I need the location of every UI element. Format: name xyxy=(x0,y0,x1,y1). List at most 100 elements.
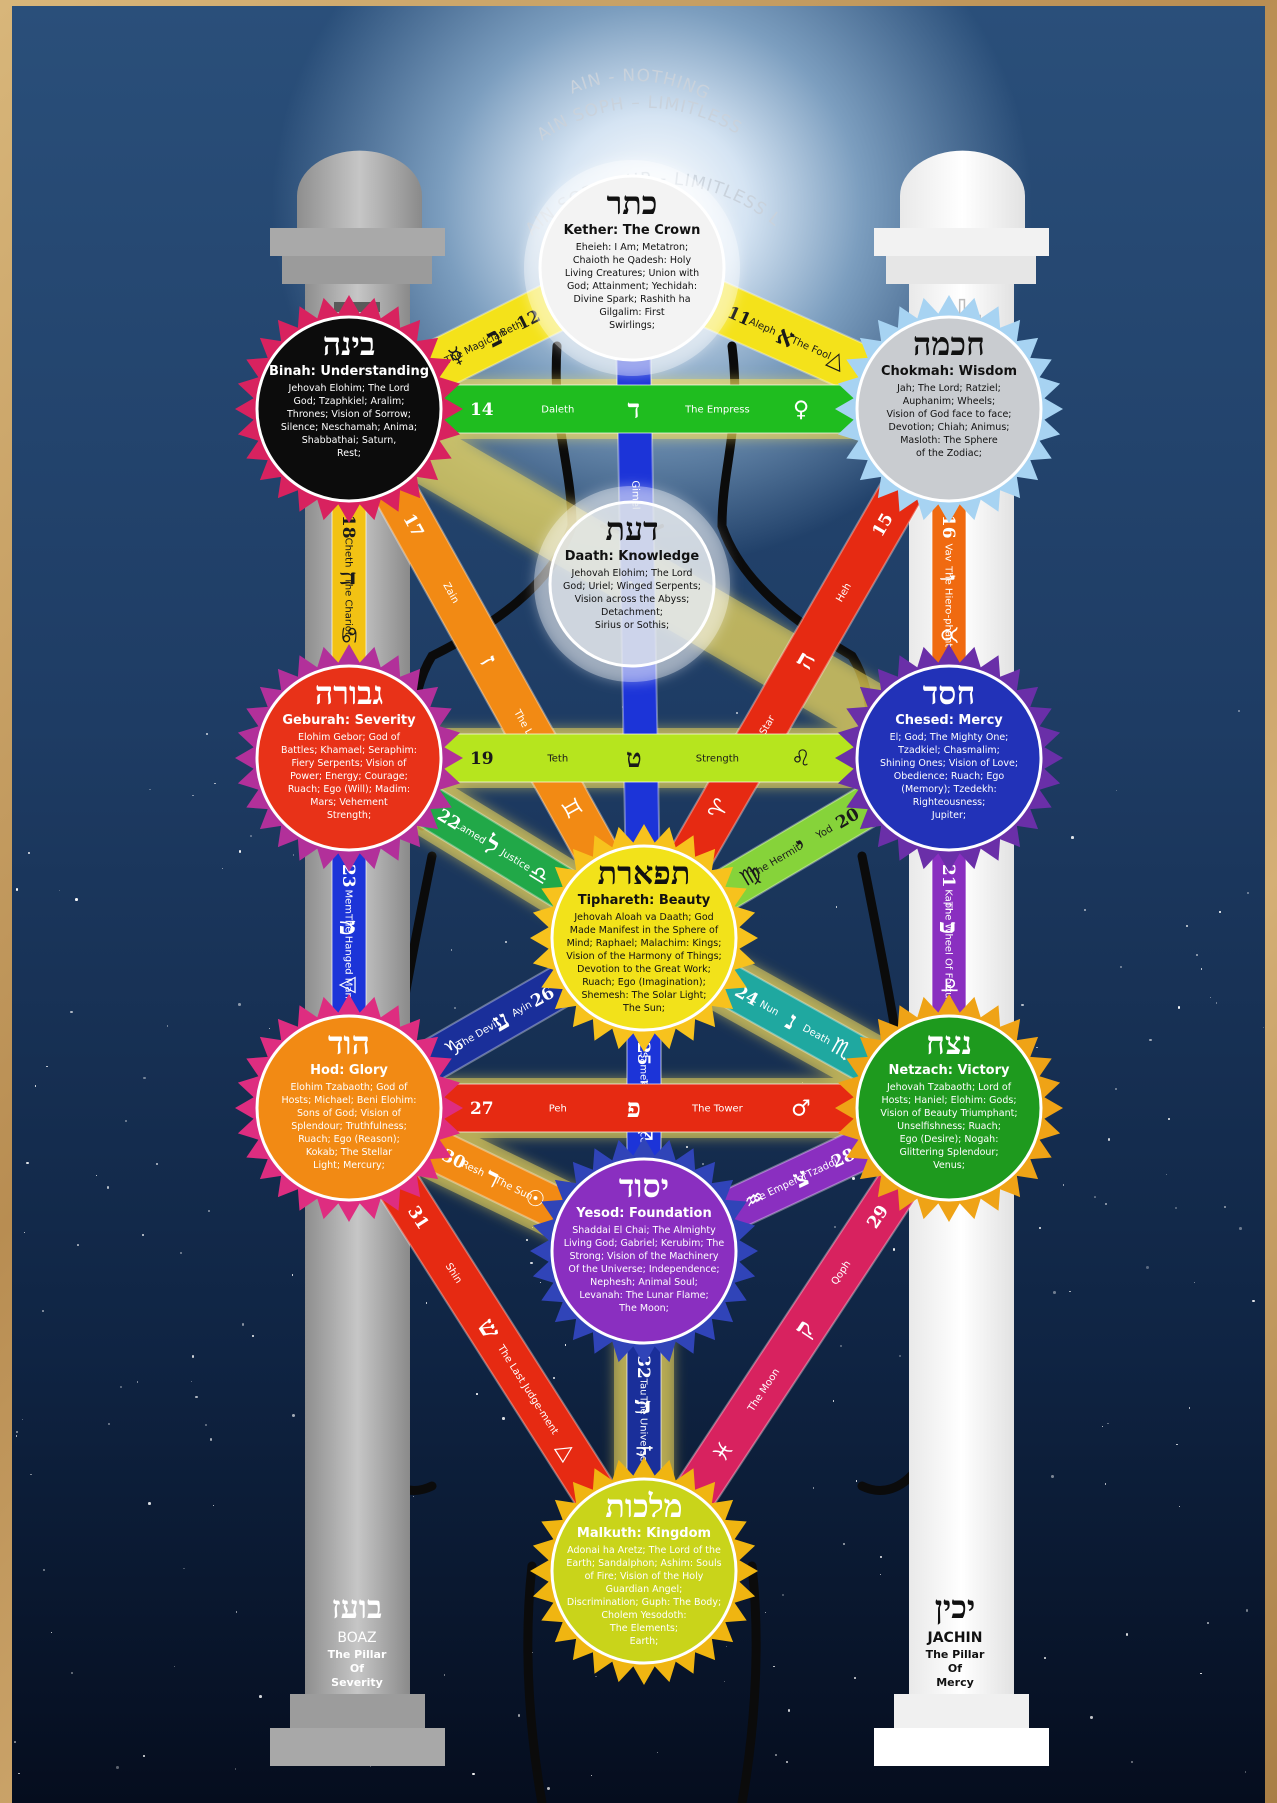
sephirah-attribute-line: Rest; xyxy=(337,448,361,459)
sephirah-attribute-line: Jupiter; xyxy=(931,810,966,821)
sephirah-attribute-line: Living Creatures; Union with xyxy=(565,268,699,279)
path-astro-symbol: ▽ xyxy=(335,977,360,994)
sephirah-attribute-line: Strong; Vision of the Machinery xyxy=(570,1251,719,1262)
sephirah-attribute-line: Vision across the Abyss; xyxy=(575,594,690,605)
path-tarot-card: The Empress xyxy=(684,405,750,416)
sephirah-attribute-line: Swirlings; xyxy=(609,320,655,331)
sephirah-attribute-line: God; Tzaphkiel; Aralim; xyxy=(294,396,405,407)
sephirah-attribute-line: Sirius or Sothis; xyxy=(595,620,669,631)
path-tarot-card: Strength xyxy=(696,754,739,765)
sephirah-attribute-line: Cholem Yesodoth: xyxy=(601,1610,686,1621)
sephirah-attribute-line: Chaioth he Qadesh: Holy xyxy=(573,255,692,266)
sephirah-attribute-line: Mind; Raphael; Malachim: Kings; xyxy=(567,938,722,949)
sephirah-attribute-line: Earth; Sandalphon; Ashim: Souls xyxy=(566,1558,721,1569)
sephirah-attribute-line: Unselfishness; Ruach; xyxy=(897,1121,1001,1132)
jachin-line3: Mercy xyxy=(936,1676,974,1689)
sephirah-hebrew: יסוד xyxy=(619,1167,669,1205)
sephirah-attribute-line: Made Manifest in the Sphere of xyxy=(570,925,719,936)
path-astro-symbol: ♌ xyxy=(791,747,811,772)
sephirah-attribute-line: Earth; xyxy=(630,1636,659,1647)
path-number: 14 xyxy=(470,400,494,420)
sephirah-attribute-line: Masloth: The Sphere xyxy=(900,435,998,446)
sephirah-attribute-line: Jehovah Elohim; The Lord xyxy=(288,383,410,394)
sephirah-attribute-line: Kokab; The Stellar xyxy=(306,1147,392,1158)
sephirah-attribute-line: Elohim Tzabaoth; God of xyxy=(290,1082,408,1093)
sephirah-attribute-line: Strength; xyxy=(327,810,371,821)
sephirah-attribute-line: Divine Spark; Rashith ha xyxy=(573,294,690,305)
path-astro-symbol: ♄ xyxy=(630,1441,655,1461)
sephirah-attribute-line: of the Zodiac; xyxy=(916,448,982,459)
sephirah-attribute-line: Light; Mercury; xyxy=(313,1160,385,1171)
sephirah-attribute-line: Jehovah Elohim; The Lord xyxy=(571,568,693,579)
path-number: 27 xyxy=(470,1099,494,1119)
path-letter-name: Teth xyxy=(546,754,568,765)
sephirah-attribute-line: Tzadkiel; Chasmalim; xyxy=(897,745,1000,756)
sephirah-attribute-line: Power; Energy; Courage; xyxy=(290,771,408,782)
sephirah-attribute-line: Eheieh: I Am; Metatron; xyxy=(576,242,688,253)
sephirah-attribute-line: Mars; Vehement xyxy=(310,797,388,808)
sephirah-attribute-line: Silence; Neschamah; Anima; xyxy=(281,422,417,433)
sephirah-attribute-line: Fiery Serpents; Vision of xyxy=(292,758,408,769)
sephirah-attribute-line: Living God; Gabriel; Kerubim; The xyxy=(564,1238,725,1249)
sephirah-title: Kether: The Crown xyxy=(564,223,701,238)
sephirah-title: Malkuth: Kingdom xyxy=(577,1526,711,1541)
sephirah-attribute-line: Venus; xyxy=(933,1160,965,1171)
sephirah-attribute-line: Detachment; xyxy=(601,607,663,618)
sephirah-attribute-line: Ruach; Ego (Will); Madim: xyxy=(288,784,410,795)
path-letter-name: Tau xyxy=(638,1378,649,1396)
sephirah-attribute-line: The Sun; xyxy=(622,1003,665,1014)
sephirah-yesod: יסודYesod: FoundationShaddai El Chai; Th… xyxy=(530,1137,758,1365)
sephirah-attribute-line: (Memory); Tzedekh: xyxy=(901,784,997,795)
sephirah-attribute-line: Shemesh: The Solar Light; xyxy=(581,990,706,1001)
sephirah-attribute-line: Adonai ha Aretz; The Lord of the xyxy=(567,1545,721,1556)
jachin-line2: Of xyxy=(948,1662,962,1675)
sephirah-attribute-line: The Elements; xyxy=(609,1623,678,1634)
sephirah-attribute-line: Obedience; Ruach; Ego xyxy=(894,771,1005,782)
path-letter-name: Cheth xyxy=(343,538,354,568)
sephirah-title: Chokmah: Wisdom xyxy=(881,364,1017,379)
path-letter-name: Peh xyxy=(549,1104,567,1115)
path-letter-name: Vav xyxy=(943,543,954,561)
path-hebrew-letter: ט xyxy=(626,744,642,774)
path-astro-symbol: ♂ xyxy=(791,1097,811,1122)
sephirah-title: Yesod: Foundation xyxy=(575,1206,711,1221)
sephirah-attribute-line: Devotion; Chiah; Animus; xyxy=(889,422,1010,433)
boaz-line2: Of xyxy=(350,1662,364,1675)
path-astro-symbol: ♃ xyxy=(935,975,960,995)
sephirah-hebrew: חסד xyxy=(923,674,976,712)
sephirah-title: Daath: Knowledge xyxy=(565,549,700,564)
tree-of-life-poster: + בועז BOAZ The Pillar Of Severity יכין … xyxy=(12,6,1265,1803)
boaz-hebrew: בועז xyxy=(332,1588,383,1626)
sephirah-attribute-line: Hosts; Haniel; Elohim: Gods; xyxy=(881,1095,1016,1106)
sephirah-attribute-line: Jehovah Tzabaoth; Lord of xyxy=(886,1082,1012,1093)
sephirah-attribute-line: Ego (Desire); Nogah: xyxy=(900,1134,999,1145)
path-letter-name: Daleth xyxy=(541,405,574,416)
sephirah-hebrew: דעת xyxy=(605,510,658,548)
sephirah-hod: הודHod: GloryElohim Tzabaoth; God ofHost… xyxy=(235,994,463,1222)
sephirah-attribute-line: God; Uriel; Winged Serpents; xyxy=(563,581,701,592)
sephirah-hebrew: כתר xyxy=(607,184,658,222)
sephirah-attribute-line: The Moon; xyxy=(618,1303,669,1314)
sephirah-attribute-line: Vision of God face to face; xyxy=(886,409,1011,420)
tree-of-life-diagram: + בועז BOAZ The Pillar Of Severity יכין … xyxy=(12,6,1265,1803)
sephirah-attribute-line: Levanah: The Lunar Flame; xyxy=(579,1290,708,1301)
sephirah-attribute-line: Shabbathai; Saturn, xyxy=(302,435,397,446)
sephirah-attribute-line: Of the Universe; Independence; xyxy=(568,1264,719,1275)
sephirah-attribute-line: Devotion to the Great Work; xyxy=(577,964,711,975)
sephirah-attribute-line: Gilgalim: First xyxy=(599,307,665,318)
sephirah-attribute-line: Jah; The Lord; Ratziel; xyxy=(896,383,1001,394)
jachin-line1: The Pillar xyxy=(926,1648,985,1661)
sephirah-hebrew: מלכות xyxy=(605,1487,682,1525)
sephirah-title: Netzach: Victory xyxy=(889,1063,1010,1078)
sephirah-attribute-line: Righteousness; xyxy=(913,797,986,808)
path-astro-symbol: ♋ xyxy=(335,625,360,645)
boaz-line1: The Pillar xyxy=(328,1648,387,1661)
sephirah-attribute-line: Vision of Beauty Triumphant; xyxy=(880,1108,1017,1119)
path-astro-symbol: ♀ xyxy=(793,398,809,423)
sephirah-attribute-line: Ruach; Ego (Reason); xyxy=(298,1134,400,1145)
sephirah-attribute-line: Guardian Angel; xyxy=(606,1584,683,1595)
sephirah-attribute-line: Thrones; Vision of Sorrow; xyxy=(286,409,411,420)
